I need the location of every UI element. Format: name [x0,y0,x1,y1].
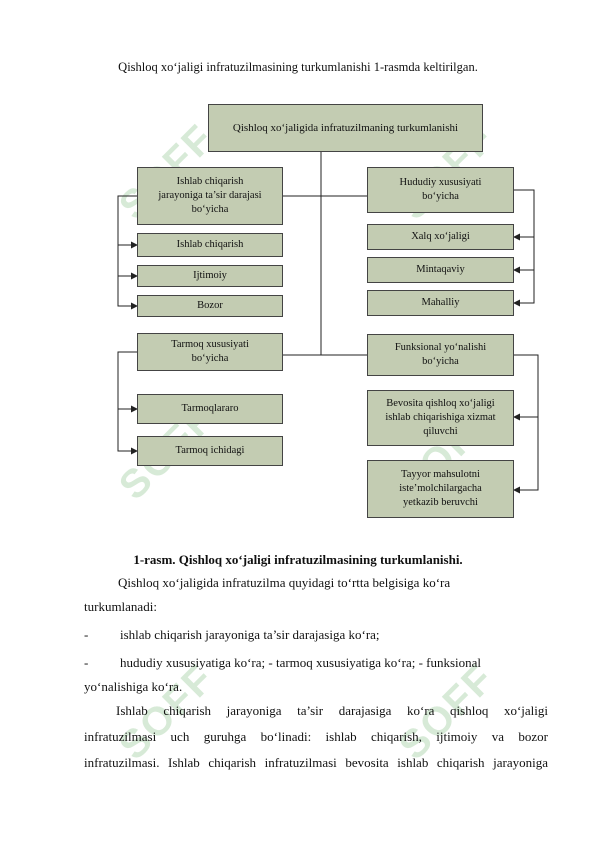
left-group-2-item: Tarmoq ichidagi [137,436,283,466]
right-group-2-item: Bevosita qishloq xo‘jaligi ishlab chiqar… [367,390,514,446]
left-group-1-title: Ishlab chiqarish jarayoniga ta’sir daraj… [137,167,283,225]
paragraph-line: infratuzilmasi uch guruhga bo‘linadi: is… [84,729,548,744]
paragraph-line: turkumlanadi: [84,599,157,614]
paragraph-line: Ishlab chiqarish jarayoniga ta’sir daraj… [116,703,548,718]
diagram-root-box: Qishloq xo‘jaligida infratuzilmaning tur… [208,104,483,152]
list-dash: - [84,655,89,670]
left-group-2-title: Tarmoq xususiyati bo‘yicha [137,333,283,371]
figure-caption: 1-rasm. Qishloq xo‘jaligi infratuzilmasi… [133,552,463,567]
right-group-1-title: Hududiy xususiyati bo‘yicha [367,167,514,213]
list-item: ishlab chiqarish jarayoniga ta’sir daraj… [120,627,380,642]
right-group-1-item: Mahalliy [367,290,514,316]
left-group-1-item: Ishlab chiqarish [137,233,283,257]
left-group-1-item: Ijtimoiy [137,265,283,287]
right-group-2-title: Funksional yo‘nalishi bo‘yicha [367,334,514,376]
left-group-1-item: Bozor [137,295,283,317]
intro-sentence: Qishloq xo‘jaligi infratuzilmasining tur… [118,60,478,74]
right-group-2-item: Tayyor mahsulotni iste’molchilargacha ye… [367,460,514,518]
right-group-1-item: Mintaqaviy [367,257,514,283]
left-group-2-item: Tarmoqlararo [137,394,283,424]
paragraph-line: infratuzilmasi. Ishlab chiqarish infratu… [84,755,548,770]
right-group-1-item: Xalq xo‘jaligi [367,224,514,250]
paragraph-line: Qishloq xo‘jaligida infratuzilma quyidag… [118,575,451,590]
list-item: hududiy xususiyatiga ko‘ra; - tarmoq xus… [120,655,482,670]
list-dash: - [84,627,89,642]
list-item-continuation: yo‘nalishiga ko‘ra. [84,679,183,694]
